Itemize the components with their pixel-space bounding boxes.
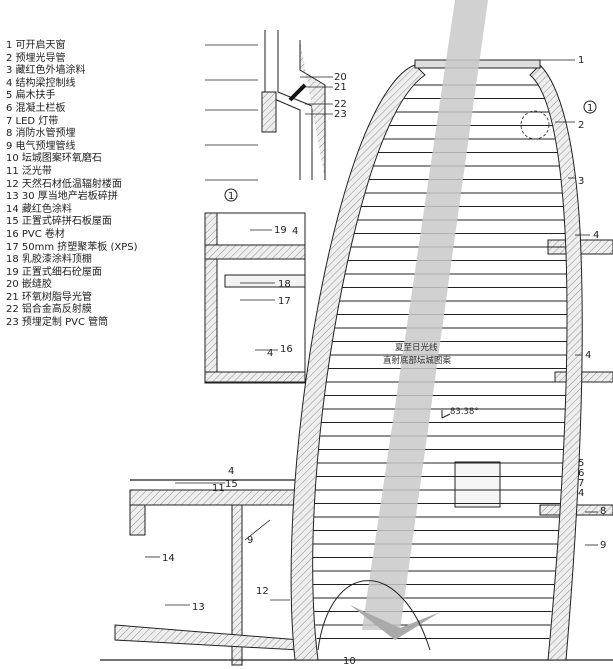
callout-10: 10 (343, 656, 356, 667)
callout-7: 7 (578, 478, 584, 489)
legend-item: 15 正置式碎拼石板屋面 (6, 216, 112, 228)
legend-item: 9 电气预埋管线 (6, 140, 76, 152)
annotation-line1: 夏至日光线 (395, 342, 438, 353)
legend-item: 14 藏红色涂料 (6, 203, 72, 215)
callout-21: 21 (334, 82, 347, 93)
legend-item: 7 LED 灯带 (6, 115, 59, 127)
legend-item: 6 混凝土栏板 (6, 102, 66, 114)
annotation-line2: 直射底部坛城图案 (383, 355, 452, 366)
callout-4: 4 (593, 230, 599, 241)
callout-8: 8 (600, 506, 606, 517)
legend-item: 1 可开启天窗 (6, 40, 66, 51)
leader-lines (145, 59, 598, 661)
legend-item: 23 预埋定制 PVC 管筒 (6, 317, 109, 329)
legend-item: 10 坛城图案环氧磨石 (6, 153, 102, 165)
callout-4: 4 (267, 348, 273, 359)
callout-15: 15 (225, 479, 238, 490)
detail-ref-right: 1 (587, 103, 593, 114)
callout-22: 22 (334, 99, 347, 110)
legend-item: 18 乳胶漆涂料顶棚 (6, 254, 92, 266)
legend-item: 20 嵌缝胶 (6, 279, 52, 291)
legend-item: 22 铝合金高反射膜 (6, 304, 92, 316)
callout-23: 23 (334, 109, 347, 120)
callout-13: 13 (192, 602, 205, 613)
callout-5: 5 (578, 458, 584, 469)
callout-17: 17 (278, 296, 291, 307)
callout-12: 12 (256, 586, 269, 597)
detail-ref-circle (583, 100, 597, 114)
callout-4: 4 (578, 488, 584, 499)
callout-16: 16 (280, 344, 293, 355)
legend-item: 4 结构梁控制线 (6, 77, 76, 89)
legend-item: 8 消防水管预埋 (6, 128, 76, 140)
legend-item: 13 30 厚当地产岩板碎拼 (6, 191, 118, 203)
callout-2: 2 (578, 120, 584, 131)
callout-4: 4 (585, 350, 591, 361)
legend-item: 17 50mm 挤塑聚苯板 (XPS) (6, 241, 138, 253)
legend-item: 19 正置式细石砼屋面 (6, 266, 102, 278)
mandala-arc (317, 580, 431, 651)
left-building (100, 212, 613, 666)
detail-ref-circle (224, 188, 238, 202)
callout-11: 11 (212, 483, 225, 494)
callout-9: 9 (600, 540, 606, 551)
sunlight-beam (362, 0, 488, 630)
callout-19: 19 (274, 225, 287, 236)
tower-wall-right (529, 64, 583, 661)
callout-3: 3 (578, 176, 584, 187)
legend-item: 12 天然石材低温辐射楼面 (6, 178, 122, 190)
detail-ref-left: 1 (228, 191, 234, 202)
callout-20: 20 (334, 72, 347, 83)
legend-item: 16 PVC 卷材 (6, 228, 65, 240)
legend-item: 5 扁木扶手 (6, 90, 56, 102)
legend-item: 11 泛光带 (6, 165, 52, 177)
angle-label: 83.38° (450, 407, 479, 417)
detail-inset (205, 30, 333, 181)
callout-6: 6 (578, 468, 584, 479)
angle-mark (441, 410, 451, 419)
callout-9: 9 (247, 535, 253, 546)
beam-arrow-icon (350, 605, 440, 640)
legend-item: 2 预埋光导管 (6, 52, 66, 64)
right-building (454, 239, 613, 516)
callout-4: 4 (292, 226, 298, 237)
legend-item: 21 环氧树脂导光管 (6, 291, 92, 303)
callout-4: 4 (228, 466, 234, 477)
callout-1: 1 (578, 55, 584, 66)
legend-item: 3 藏红色外墙涂料 (6, 65, 86, 77)
callout-18: 18 (278, 279, 291, 290)
callout-14: 14 (162, 553, 175, 564)
